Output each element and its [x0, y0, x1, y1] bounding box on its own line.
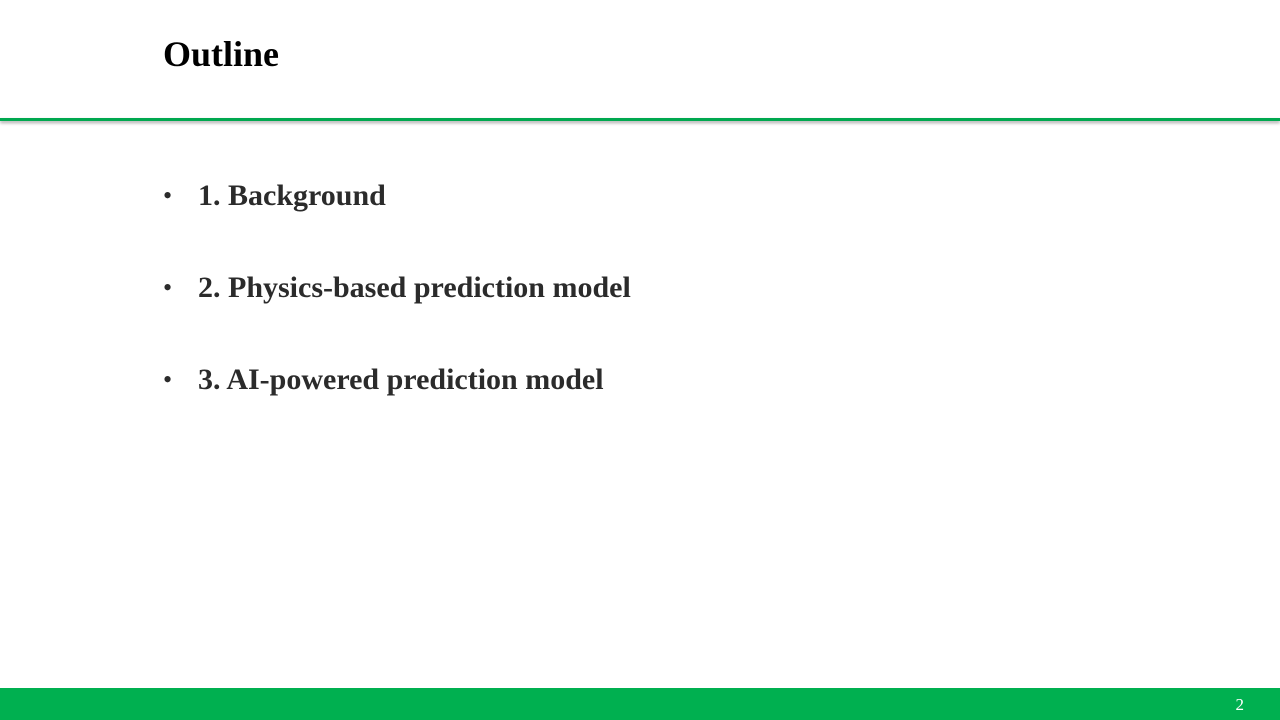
page-number: 2	[1235, 695, 1245, 714]
outline-item-ai-model: • 3. AI-powered prediction model	[163, 356, 631, 404]
outline-list: • 1. Background • 2. Physics-based predi…	[163, 172, 631, 448]
outline-item-label: 3. AI-powered prediction model	[198, 363, 604, 396]
bullet-icon: •	[163, 273, 173, 302]
footer-bar: 2	[0, 688, 1280, 720]
bullet-icon: •	[163, 365, 173, 394]
bullet-icon: •	[163, 181, 173, 210]
outline-item-label: 2. Physics-based prediction model	[198, 271, 631, 304]
outline-item-physics-model: • 2. Physics-based prediction model	[163, 264, 631, 312]
slide-title: Outline	[163, 34, 280, 74]
outline-item-background: • 1. Background	[163, 172, 631, 220]
outline-item-label: 1. Background	[198, 179, 386, 212]
title-divider	[0, 118, 1280, 121]
